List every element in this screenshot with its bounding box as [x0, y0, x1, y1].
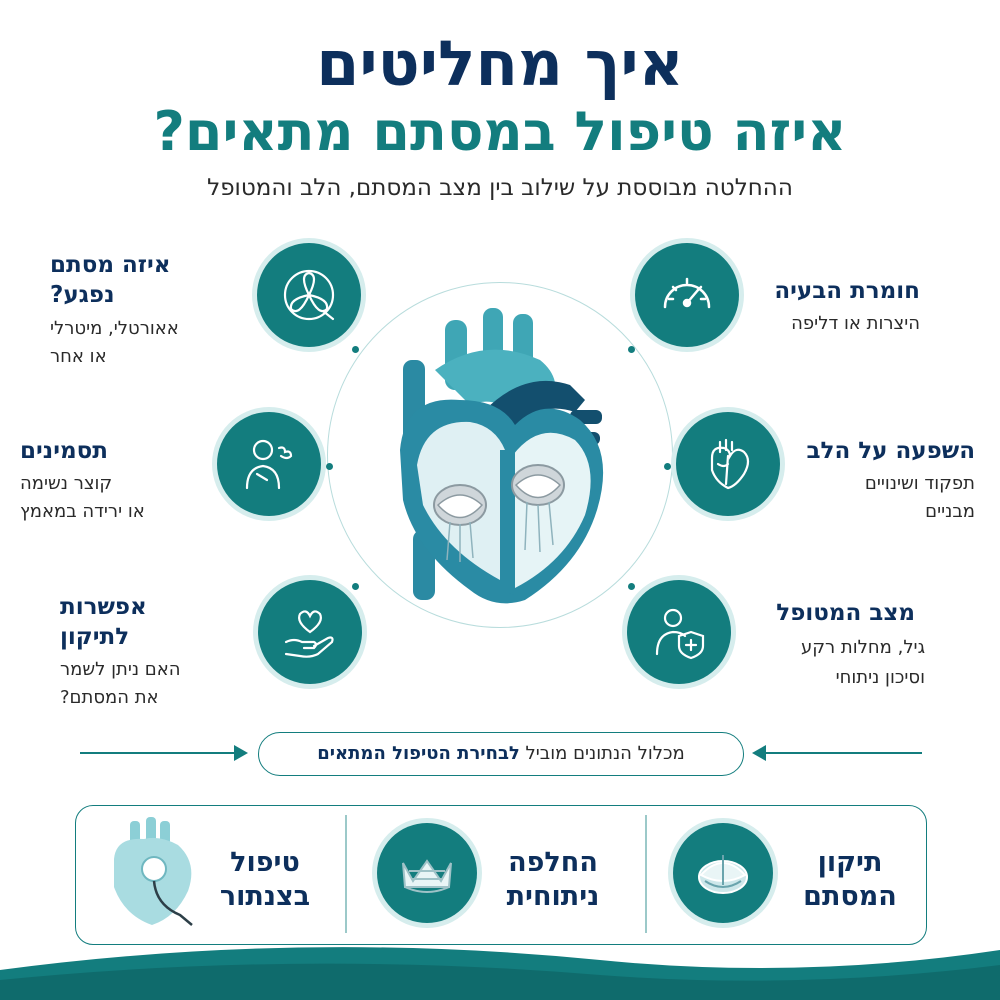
factor-heart-effect-desc-2: מבניים	[925, 501, 975, 522]
central-ring	[327, 282, 673, 628]
option-repair-line2: המסתם	[803, 881, 897, 912]
conclusion-bold: לבחירת הטיפול המתאים	[317, 743, 520, 764]
factor-severity-desc: היצרות או דליפה	[791, 313, 920, 334]
factor-symptoms-title: תסמינים	[20, 438, 108, 464]
heart-hand-icon	[258, 580, 362, 684]
option-catheter-line2: בצנתור	[219, 881, 311, 912]
arrow-left-line	[80, 752, 240, 754]
heart-illustration	[400, 308, 604, 604]
connector-dot	[628, 583, 635, 590]
factor-patient-title: מצב המטופל	[776, 600, 915, 626]
factor-valve-desc-1: אאורטלי, מיטרלי	[50, 318, 179, 339]
valve-repair-icon	[673, 823, 773, 923]
factor-valve-title-2: נפגע?	[50, 282, 115, 308]
page-title-question: איזה טיפול במסתם מתאים?	[153, 100, 847, 163]
option-catheter-line1: טיפול	[230, 847, 300, 878]
factor-symptoms-desc-1: קוצר נשימה	[20, 473, 113, 494]
page-subtitle: ההחלטה מבוססת על שילוב בין מצב המסתם, הל…	[207, 175, 793, 201]
connector-dot	[664, 463, 671, 470]
factor-heart-effect-desc-1: תפקוד ושינויים	[864, 473, 975, 494]
arrow-left-head	[752, 745, 766, 761]
factor-patient-desc-1: גיל, מחלות רקע	[801, 637, 925, 658]
arrow-right-head	[234, 745, 248, 761]
option-surgical-line2: ניתוחית	[506, 881, 600, 912]
factor-heart-effect-title: השפעה על הלב	[806, 438, 975, 464]
valve-crown-icon	[377, 823, 477, 923]
arrow-right-line	[760, 752, 922, 754]
factor-patient-desc-2: וסיכון ניתוחי	[835, 667, 925, 688]
treatment-options-box	[75, 805, 927, 945]
factor-repair-desc-1: האם ניתן לשמר	[60, 659, 181, 680]
gauge-icon	[635, 243, 739, 347]
option-surgical-line1: החלפה	[508, 847, 598, 878]
connector-dot	[326, 463, 333, 470]
conclusion-text: מכלול הנתונים מוביל	[519, 743, 685, 764]
valve-icon	[257, 243, 361, 347]
doctor-shield-icon	[627, 580, 731, 684]
factor-severity-title: חומרת הבעיה	[774, 278, 920, 304]
factor-repair-desc-2: את המסתם?	[60, 687, 159, 708]
connector-dot	[352, 583, 359, 590]
connector-dot	[352, 346, 359, 353]
conclusion-pill: מכלול הנתונים מוביל לבחירת הטיפול המתאים	[258, 732, 744, 776]
option-repair-line1: תיקון	[817, 847, 883, 878]
divider	[645, 815, 647, 933]
factor-repair-title-2: לתיקון	[60, 624, 130, 650]
divider	[345, 815, 347, 933]
catheter-heart-icon	[114, 817, 193, 926]
bottom-wave	[0, 947, 1000, 1000]
factor-repair-title-1: אפשרות	[60, 594, 147, 620]
factor-valve-desc-2: או אחר	[50, 346, 107, 367]
factor-valve-title-1: איזה מסתם	[50, 252, 171, 278]
breathing-person-icon	[217, 412, 321, 516]
page-title: איך מחליטים	[316, 27, 684, 100]
connector-dot	[628, 346, 635, 353]
heart-icon	[676, 412, 780, 516]
factor-symptoms-desc-2: או ירידה במאמץ	[20, 501, 145, 522]
